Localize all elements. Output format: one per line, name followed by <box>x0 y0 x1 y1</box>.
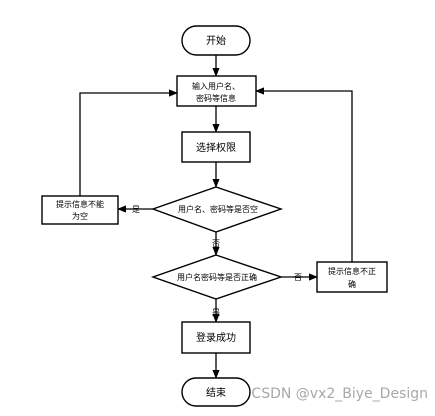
end-label: 结束 <box>206 386 226 399</box>
end-node <box>181 377 251 407</box>
input-label-line2: 密码等信息 <box>196 93 236 103</box>
edge-label-correct-no: 否 <box>294 273 302 282</box>
incorrect-message-line2: 确 <box>348 279 356 289</box>
start-label: 开始 <box>206 34 226 47</box>
empty-message-line2: 为空 <box>72 211 88 221</box>
check-correct-label: 用户名密码等是否正确 <box>177 272 257 282</box>
input-label-line1: 输入用户名、 <box>192 81 240 91</box>
edge-incorrect-msg-back-to-input <box>255 87 353 262</box>
login-success-label: 登录成功 <box>196 331 236 344</box>
edge-label-empty-yes: 是 <box>132 205 140 214</box>
incorrect-message-line1: 提示信息不正 <box>328 266 376 276</box>
edge-label-empty-no: 否 <box>212 239 220 248</box>
empty-message-node <box>41 195 119 225</box>
input-node <box>176 75 257 107</box>
start-node <box>181 25 251 56</box>
check-empty-label: 用户名、密码等是否空 <box>178 204 258 214</box>
empty-message-line1: 提示信息不能 <box>56 199 104 209</box>
login-success-node <box>181 321 251 354</box>
csdn-watermark: CSDN @vx2_Biye_Design <box>251 386 428 402</box>
check-empty-decision <box>150 186 284 233</box>
check-correct-decision <box>150 254 284 300</box>
edge-label-correct-yes: 是 <box>212 308 220 317</box>
select-role-label: 选择权限 <box>196 141 236 154</box>
select-role-node <box>181 131 251 163</box>
edge-empty-msg-back-to-input <box>79 89 178 196</box>
incorrect-message-node <box>316 261 388 293</box>
